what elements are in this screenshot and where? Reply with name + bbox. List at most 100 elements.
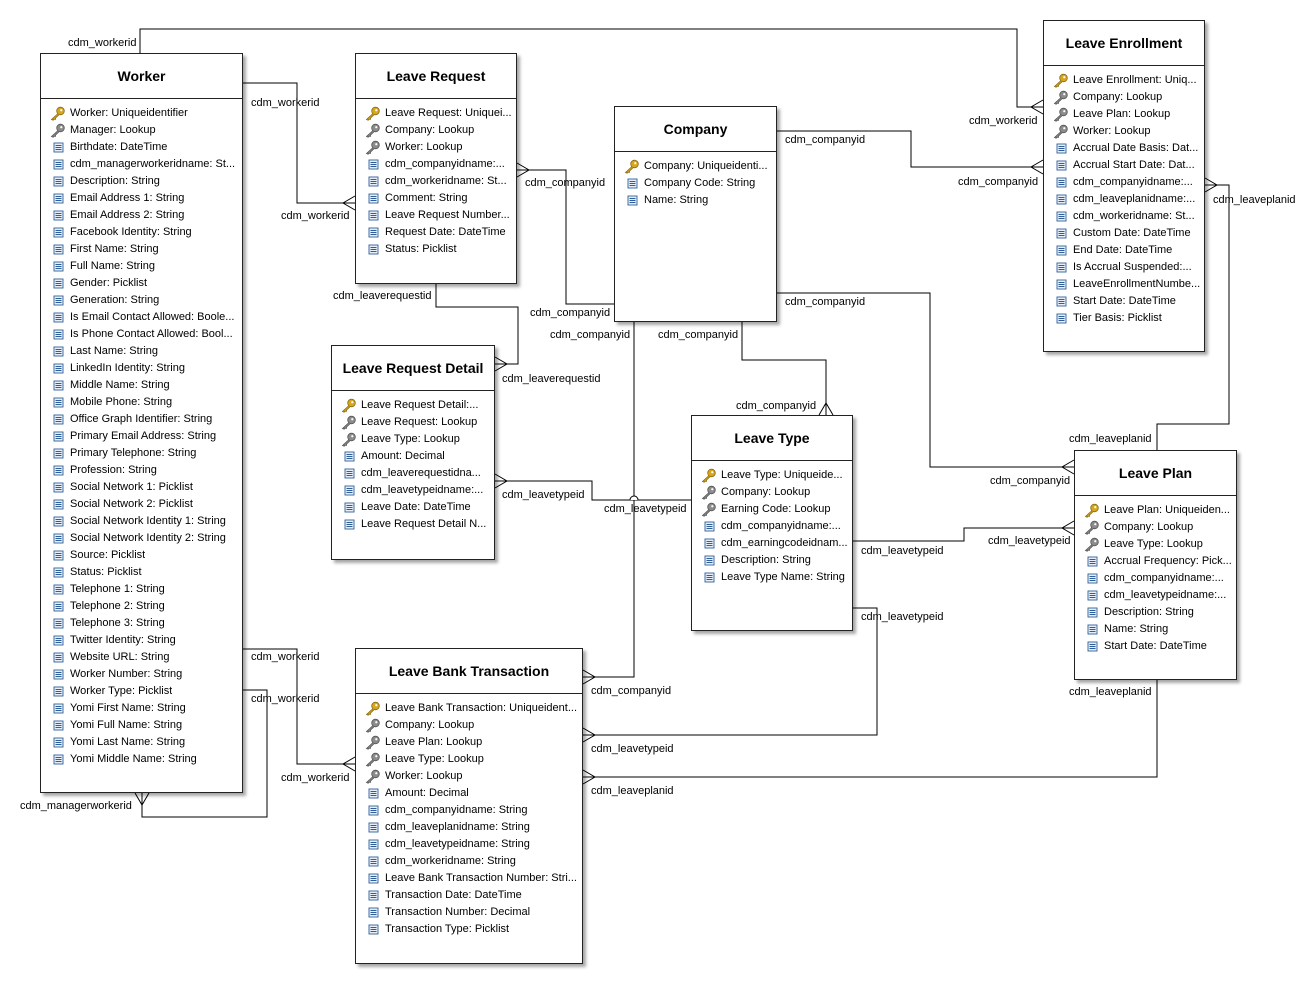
attribute-row[interactable]: cdm_leavetypeidname: String — [356, 836, 582, 853]
attribute-row[interactable]: Gender: Picklist — [41, 275, 242, 292]
attribute-row[interactable]: cdm_leaveplanidname: String — [356, 819, 582, 836]
attribute-row[interactable]: Leave Request Number... — [356, 207, 516, 224]
attribute-row[interactable]: Start Date: DateTime — [1075, 638, 1236, 655]
attribute-row[interactable]: Custom Date: DateTime — [1044, 225, 1204, 242]
entity-leave-request[interactable]: Leave Request Leave Request: Uniquei...C… — [355, 53, 517, 284]
entity-leave-enrollment[interactable]: Leave Enrollment Leave Enrollment: Uniq.… — [1043, 20, 1205, 352]
attribute-row[interactable]: cdm_workeridname: St... — [356, 173, 516, 190]
attribute-row[interactable]: Social Network Identity 2: String — [41, 530, 242, 547]
attribute-row[interactable]: Birthdate: DateTime — [41, 139, 242, 156]
attribute-row[interactable]: Company: Lookup — [692, 484, 852, 501]
attribute-row[interactable]: Leave Bank Transaction Number: Stri... — [356, 870, 582, 887]
attribute-row[interactable]: Primary Telephone: String — [41, 445, 242, 462]
entity-leave-bank-transaction[interactable]: Leave Bank Transaction Leave Bank Transa… — [355, 648, 583, 964]
attribute-row[interactable]: Middle Name: String — [41, 377, 242, 394]
attribute-row[interactable]: Yomi Full Name: String — [41, 717, 242, 734]
attribute-row[interactable]: Description: String — [1075, 604, 1236, 621]
attribute-row[interactable]: Source: Picklist — [41, 547, 242, 564]
attribute-row[interactable]: Is Email Contact Allowed: Boole... — [41, 309, 242, 326]
attribute-row[interactable]: LeaveEnrollmentNumbe... — [1044, 276, 1204, 293]
attribute-row[interactable]: cdm_managerworkeridname: St... — [41, 156, 242, 173]
attribute-row[interactable]: Leave Type: Lookup — [356, 751, 582, 768]
attribute-row[interactable]: End Date: DateTime — [1044, 242, 1204, 259]
attribute-row[interactable]: Company: Lookup — [356, 122, 516, 139]
attribute-row[interactable]: cdm_leaveplanidname:... — [1044, 191, 1204, 208]
attribute-row[interactable]: Company: Lookup — [1044, 89, 1204, 106]
attribute-row[interactable]: Leave Type: Uniqueide... — [692, 467, 852, 484]
attribute-row[interactable]: Leave Plan: Lookup — [1044, 106, 1204, 123]
attribute-row[interactable]: cdm_workeridname: St... — [1044, 208, 1204, 225]
attribute-row[interactable]: Office Graph Identifier: String — [41, 411, 242, 428]
attribute-row[interactable]: Start Date: DateTime — [1044, 293, 1204, 310]
attribute-row[interactable]: Leave Date: DateTime — [332, 499, 494, 516]
attribute-row[interactable]: Email Address 1: String — [41, 190, 242, 207]
attribute-row[interactable]: Leave Plan: Uniqueiden... — [1075, 502, 1236, 519]
attribute-row[interactable]: Worker: Lookup — [356, 139, 516, 156]
attribute-row[interactable]: Company: Lookup — [1075, 519, 1236, 536]
attribute-row[interactable]: Amount: Decimal — [356, 785, 582, 802]
attribute-row[interactable]: cdm_companyidname: String — [356, 802, 582, 819]
attribute-row[interactable]: Description: String — [692, 552, 852, 569]
attribute-row[interactable]: Worker: Lookup — [356, 768, 582, 785]
attribute-row[interactable]: Yomi First Name: String — [41, 700, 242, 717]
attribute-row[interactable]: cdm_companyidname:... — [1075, 570, 1236, 587]
attribute-row[interactable]: Primary Email Address: String — [41, 428, 242, 445]
attribute-row[interactable]: Worker Type: Picklist — [41, 683, 242, 700]
attribute-row[interactable]: Transaction Type: Picklist — [356, 921, 582, 938]
attribute-row[interactable]: Tier Basis: Picklist — [1044, 310, 1204, 327]
attribute-row[interactable]: Telephone 3: String — [41, 615, 242, 632]
attribute-row[interactable]: Yomi Last Name: String — [41, 734, 242, 751]
attribute-row[interactable]: Accrual Frequency: Pick... — [1075, 553, 1236, 570]
attribute-row[interactable]: cdm_leavetypeidname:... — [332, 482, 494, 499]
attribute-row[interactable]: Is Accrual Suspended:... — [1044, 259, 1204, 276]
attribute-row[interactable]: Leave Request: Lookup — [332, 414, 494, 431]
attribute-row[interactable]: cdm_companyidname:... — [1044, 174, 1204, 191]
attribute-row[interactable]: Amount: Decimal — [332, 448, 494, 465]
attribute-row[interactable]: Request Date: DateTime — [356, 224, 516, 241]
attribute-row[interactable]: Profession: String — [41, 462, 242, 479]
attribute-row[interactable]: Manager: Lookup — [41, 122, 242, 139]
entity-leave-plan[interactable]: Leave Plan Leave Plan: Uniqueiden...Comp… — [1074, 450, 1237, 680]
attribute-row[interactable]: cdm_companyidname:... — [692, 518, 852, 535]
attribute-row[interactable]: Last Name: String — [41, 343, 242, 360]
attribute-row[interactable]: Is Phone Contact Allowed: Bool... — [41, 326, 242, 343]
attribute-row[interactable]: Accrual Start Date: Dat... — [1044, 157, 1204, 174]
attribute-row[interactable]: Worker Number: String — [41, 666, 242, 683]
attribute-row[interactable]: Leave Request Detail N... — [332, 516, 494, 533]
attribute-row[interactable]: Facebook Identity: String — [41, 224, 242, 241]
attribute-row[interactable]: Company Code: String — [615, 175, 776, 192]
attribute-row[interactable]: cdm_companyidname:... — [356, 156, 516, 173]
entity-leave-type[interactable]: Leave Type Leave Type: Uniqueide...Compa… — [691, 415, 853, 631]
attribute-row[interactable]: Telephone 1: String — [41, 581, 242, 598]
attribute-row[interactable]: Status: Picklist — [41, 564, 242, 581]
attribute-row[interactable]: Accrual Date Basis: Dat... — [1044, 140, 1204, 157]
attribute-row[interactable]: Worker: Lookup — [1044, 123, 1204, 140]
attribute-row[interactable]: Comment: String — [356, 190, 516, 207]
attribute-row[interactable]: Leave Type: Lookup — [332, 431, 494, 448]
attribute-row[interactable]: Transaction Number: Decimal — [356, 904, 582, 921]
attribute-row[interactable]: Name: String — [1075, 621, 1236, 638]
attribute-row[interactable]: Leave Request: Uniquei... — [356, 105, 516, 122]
attribute-row[interactable]: Social Network 1: Picklist — [41, 479, 242, 496]
attribute-row[interactable]: Name: String — [615, 192, 776, 209]
entity-company[interactable]: Company Company: Uniqueidenti...Company … — [614, 106, 777, 322]
attribute-row[interactable]: Telephone 2: String — [41, 598, 242, 615]
attribute-row[interactable]: Leave Plan: Lookup — [356, 734, 582, 751]
attribute-row[interactable]: Website URL: String — [41, 649, 242, 666]
attribute-row[interactable]: Social Network 2: Picklist — [41, 496, 242, 513]
attribute-row[interactable]: Twitter Identity: String — [41, 632, 242, 649]
attribute-row[interactable]: Social Network Identity 1: String — [41, 513, 242, 530]
attribute-row[interactable]: Status: Picklist — [356, 241, 516, 258]
attribute-row[interactable]: Company: Lookup — [356, 717, 582, 734]
attribute-row[interactable]: Leave Bank Transaction: Uniqueident... — [356, 700, 582, 717]
attribute-row[interactable]: Email Address 2: String — [41, 207, 242, 224]
attribute-row[interactable]: cdm_workeridname: String — [356, 853, 582, 870]
attribute-row[interactable]: First Name: String — [41, 241, 242, 258]
attribute-row[interactable]: cdm_leaverequestidna... — [332, 465, 494, 482]
attribute-row[interactable]: Company: Uniqueidenti... — [615, 158, 776, 175]
attribute-row[interactable]: Leave Type Name: String — [692, 569, 852, 586]
entity-leave-request-detail[interactable]: Leave Request Detail Leave Request Detai… — [331, 345, 495, 560]
attribute-row[interactable]: Yomi Middle Name: String — [41, 751, 242, 768]
attribute-row[interactable]: cdm_leavetypeidname:... — [1075, 587, 1236, 604]
